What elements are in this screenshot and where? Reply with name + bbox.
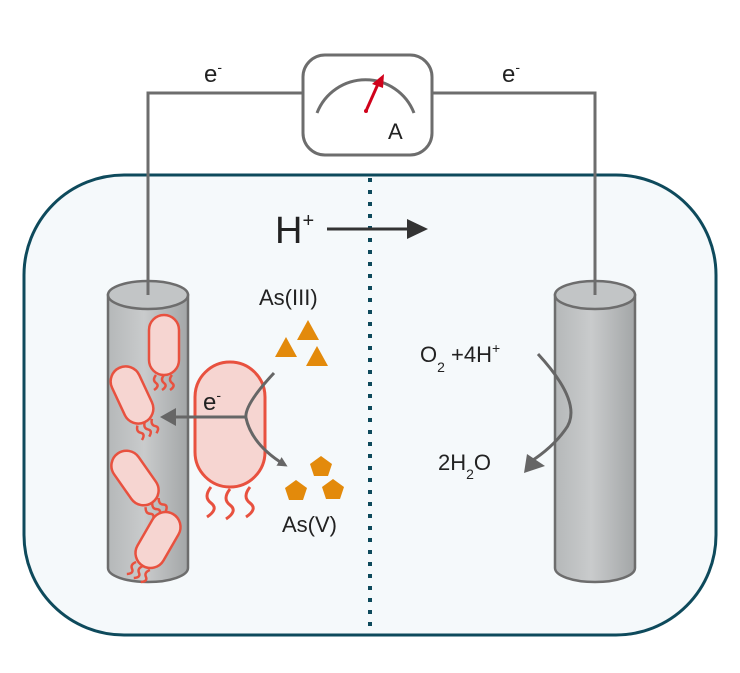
ammeter-dial bbox=[315, 78, 416, 114]
arsenate-pentagons bbox=[285, 456, 344, 500]
right-wire-electron-label: e- bbox=[502, 59, 520, 88]
biofilm-bacteria bbox=[109, 313, 182, 584]
bacterium bbox=[147, 313, 181, 392]
triangle-icon bbox=[297, 320, 319, 340]
pentagon-icon bbox=[322, 479, 344, 499]
left-wire bbox=[146, 91, 303, 295]
right-wire bbox=[432, 91, 597, 295]
arsenite-triangles bbox=[275, 320, 328, 366]
oxygen-arrowhead-icon bbox=[524, 454, 545, 473]
proton-label: H+ bbox=[275, 210, 314, 252]
triangle-icon bbox=[306, 346, 328, 366]
cathode-electrode bbox=[553, 279, 637, 584]
oxygen-reduction-arrow bbox=[529, 352, 573, 464]
pentagon-icon bbox=[310, 456, 332, 476]
large-bacterium bbox=[193, 360, 267, 521]
ammeter: A bbox=[301, 53, 434, 157]
electron-arrowhead-icon bbox=[160, 408, 176, 426]
arsenic-oxidation-arrow bbox=[244, 371, 288, 467]
left-wire-electron-label: e- bbox=[204, 59, 222, 88]
triangle-icon bbox=[275, 337, 297, 357]
reactor-chamber bbox=[22, 173, 718, 637]
cathode-product-label: 2H2O bbox=[438, 450, 491, 482]
bacterium bbox=[109, 365, 160, 441]
ammeter-label: A bbox=[388, 119, 403, 144]
needle-pivot bbox=[364, 109, 368, 113]
arsenate-label: As(V) bbox=[282, 512, 337, 537]
pentagon-icon bbox=[285, 480, 307, 500]
ammeter-needle bbox=[364, 83, 380, 112]
proton-arrowhead-icon bbox=[407, 219, 428, 239]
anode-electron-label: e- bbox=[203, 387, 221, 416]
cathode-reactant-label: O2 +4H+ bbox=[420, 340, 500, 375]
needle-tip-icon bbox=[372, 74, 384, 88]
bacterium bbox=[126, 510, 182, 584]
arsenite-label: As(III) bbox=[259, 285, 318, 310]
